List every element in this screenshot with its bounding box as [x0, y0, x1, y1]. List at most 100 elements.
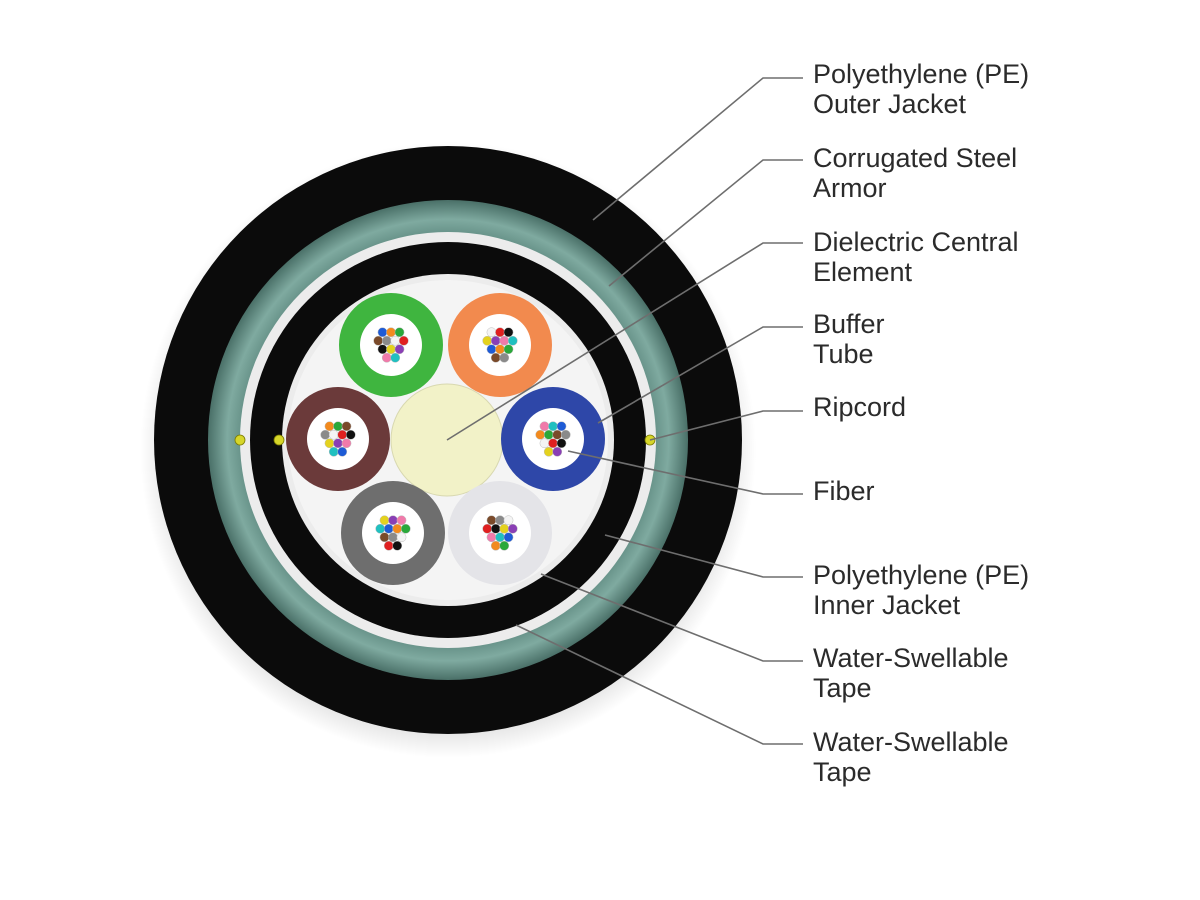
label-line: Polyethylene (PE): [813, 59, 1029, 89]
fiber: [499, 540, 510, 551]
fiber: [503, 515, 514, 526]
label-line: Polyethylene (PE): [813, 560, 1029, 590]
fiber: [499, 335, 510, 346]
fiber: [392, 523, 403, 534]
fiber: [539, 421, 550, 432]
fiber: [400, 523, 411, 534]
callout-labels: Polyethylene (PE)Outer JacketCorrugated …: [813, 59, 1029, 787]
fiber: [548, 421, 558, 432]
fiber: [337, 446, 348, 457]
leader-line-buffer-tube: [597, 326, 803, 424]
fiber: [499, 352, 510, 363]
ripcord: [273, 434, 285, 446]
fiber: [548, 438, 558, 449]
fiber: [556, 421, 567, 432]
label-line: Tape: [813, 757, 872, 787]
label-line: Corrugated Steel: [813, 143, 1017, 173]
fiber: [556, 438, 567, 449]
buffer-tubes: [286, 293, 605, 585]
label-line: Buffer: [813, 309, 885, 339]
fiber: [486, 532, 497, 543]
fiber: [560, 429, 571, 440]
fiber: [381, 335, 392, 346]
fiber: [495, 532, 505, 543]
leader-lines: [446, 77, 803, 745]
fiber: [499, 523, 510, 534]
fiber: [503, 327, 514, 338]
label-line: Ripcord: [813, 392, 906, 422]
fiber: [328, 429, 339, 440]
fiber: [392, 540, 403, 551]
cable-section: [140, 142, 756, 758]
fiber: [386, 344, 396, 355]
fiber: [539, 438, 550, 449]
fiber: [495, 327, 505, 338]
fiber: [383, 540, 394, 551]
fiber: [507, 523, 518, 534]
label-line: Tape: [813, 673, 872, 703]
fiber: [490, 523, 501, 534]
label-line: Outer Jacket: [813, 89, 967, 119]
leader-line-central-element: [446, 242, 803, 441]
fiber: [379, 532, 390, 543]
fiber: [552, 429, 563, 440]
label-line: Dielectric Central: [813, 227, 1019, 257]
label-line: Element: [813, 257, 913, 287]
fiber: [495, 344, 505, 355]
label-outer-jacket: Polyethylene (PE)Outer Jacket: [813, 59, 1029, 119]
fiber: [388, 515, 398, 526]
fiber: [381, 352, 392, 363]
fiber: [375, 523, 386, 534]
fiber: [482, 335, 493, 346]
fiber: [495, 515, 505, 526]
fiber: [341, 421, 352, 432]
label-inner-jacket: Polyethylene (PE)Inner Jacket: [813, 560, 1029, 620]
fiber: [490, 352, 501, 363]
label-line: Water-Swellable: [813, 643, 1009, 673]
fiber: [324, 421, 335, 432]
fiber: [490, 335, 501, 346]
ripcord: [234, 434, 246, 446]
buffer-tube-white-tube: [448, 481, 552, 585]
leader-line-ripcord: [649, 410, 803, 441]
buffer-tube-brown-tube: [286, 387, 390, 491]
fiber: [486, 515, 497, 526]
fiber: [543, 446, 554, 457]
leader-line-armor: [608, 159, 803, 287]
fiber: [386, 327, 396, 338]
fiber: [507, 335, 518, 346]
fiber: [543, 429, 554, 440]
leader-line-tape-inner: [540, 573, 803, 662]
label-line: Water-Swellable: [813, 727, 1009, 757]
fiber: [377, 327, 388, 338]
fiber: [388, 532, 398, 543]
fiber: [503, 532, 514, 543]
label-fiber: Fiber: [813, 476, 875, 506]
leader-line-fiber: [567, 450, 803, 495]
fiber: [535, 429, 546, 440]
label-line: Armor: [813, 173, 887, 203]
fiber: [320, 429, 331, 440]
label-ripcord: Ripcord: [813, 392, 906, 422]
fiber: [333, 421, 343, 432]
fiber: [482, 523, 493, 534]
fiber: [337, 429, 348, 440]
fiber: [394, 327, 405, 338]
buffer-tube-gray-tube: [341, 481, 445, 585]
leader-line-inner-jacket: [604, 534, 803, 578]
fiber: [341, 438, 352, 449]
label-line: Fiber: [813, 476, 875, 506]
fiber: [490, 540, 501, 551]
fiber: [390, 352, 401, 363]
leader-line-tape-outer: [515, 624, 803, 745]
fiber: [486, 344, 497, 355]
buffer-tube-orange-tube: [448, 293, 552, 397]
fiber: [324, 438, 335, 449]
fiber: [394, 344, 405, 355]
